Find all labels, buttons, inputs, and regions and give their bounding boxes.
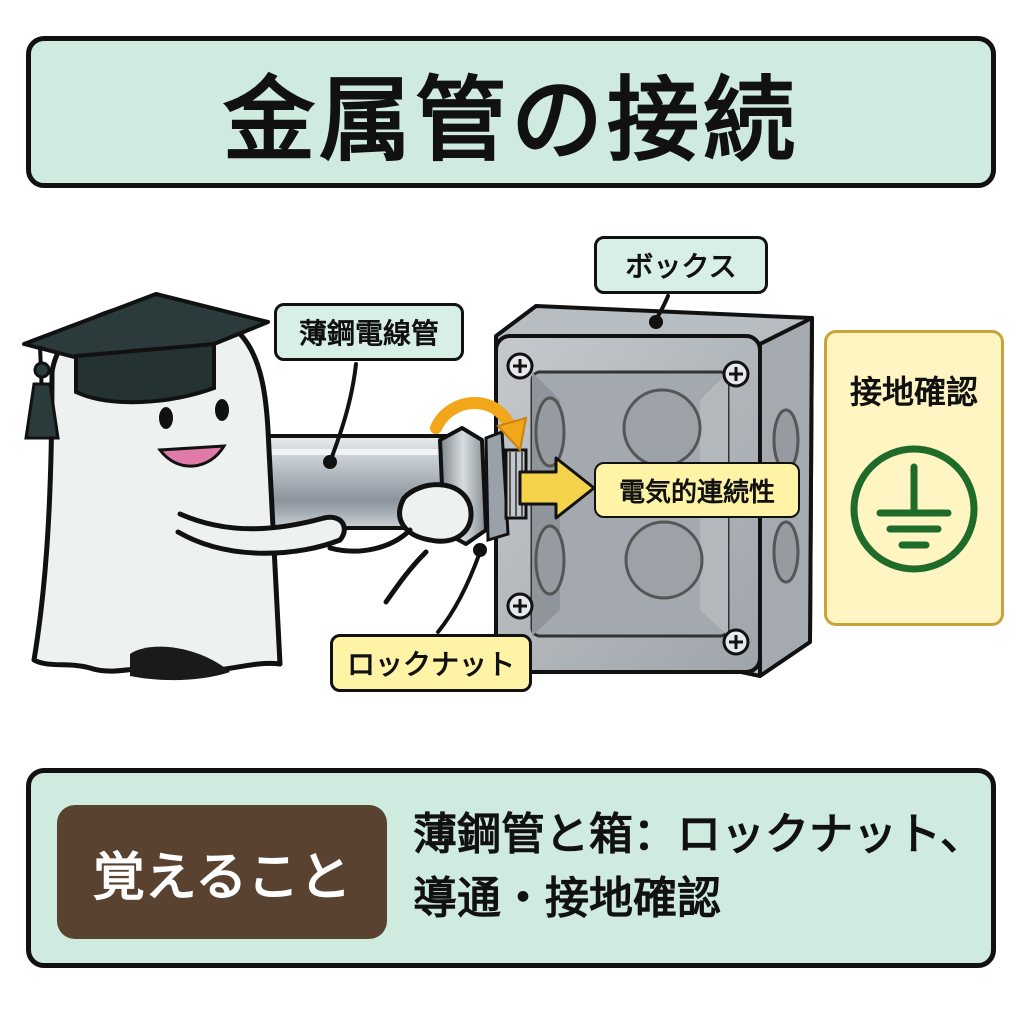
locknut-leader-line [436,550,482,634]
continuity-label: 電気的連続性 [594,462,800,518]
graduation-cap-icon [22,292,270,440]
continuity-arrow-icon [518,456,596,520]
summary-box: 覚えること 薄鋼管と箱：ロックナット、 導通・接地確認 [26,768,996,968]
summary-line-1: 薄鋼管と箱：ロックナット、 [413,809,985,860]
summary-line-2: 導通・接地確認 [413,873,721,924]
screw-icon [722,628,750,656]
pipe-leader-line [328,362,358,464]
screw-icon [506,352,534,380]
ghost-eye [215,399,229,421]
title-banner: 金属管の接続 [26,36,996,188]
screw-icon [506,592,534,620]
box-leader-dot [649,315,663,329]
locknut-label: ロックナット [330,634,532,692]
locknut-leader-dot [473,543,487,557]
ground-check-panel: 接地確認 [824,330,1004,626]
tighten-rotation-arrow-icon [430,397,528,453]
page-title: 金属管の接続 [222,66,799,174]
ground-symbol-icon [850,445,978,573]
box-label: ボックス [594,236,768,294]
ghost-eye [159,407,173,429]
pipe-label: 薄鋼電線管 [274,303,464,361]
ground-check-title: 接地確認 [849,373,978,411]
pipe-leader-dot [323,455,337,469]
screw-icon [722,360,750,388]
remember-badge: 覚えること [57,805,387,939]
ghost-mouth [157,444,227,468]
summary-text: 薄鋼管と箱：ロックナット、 導通・接地確認 [413,803,985,931]
